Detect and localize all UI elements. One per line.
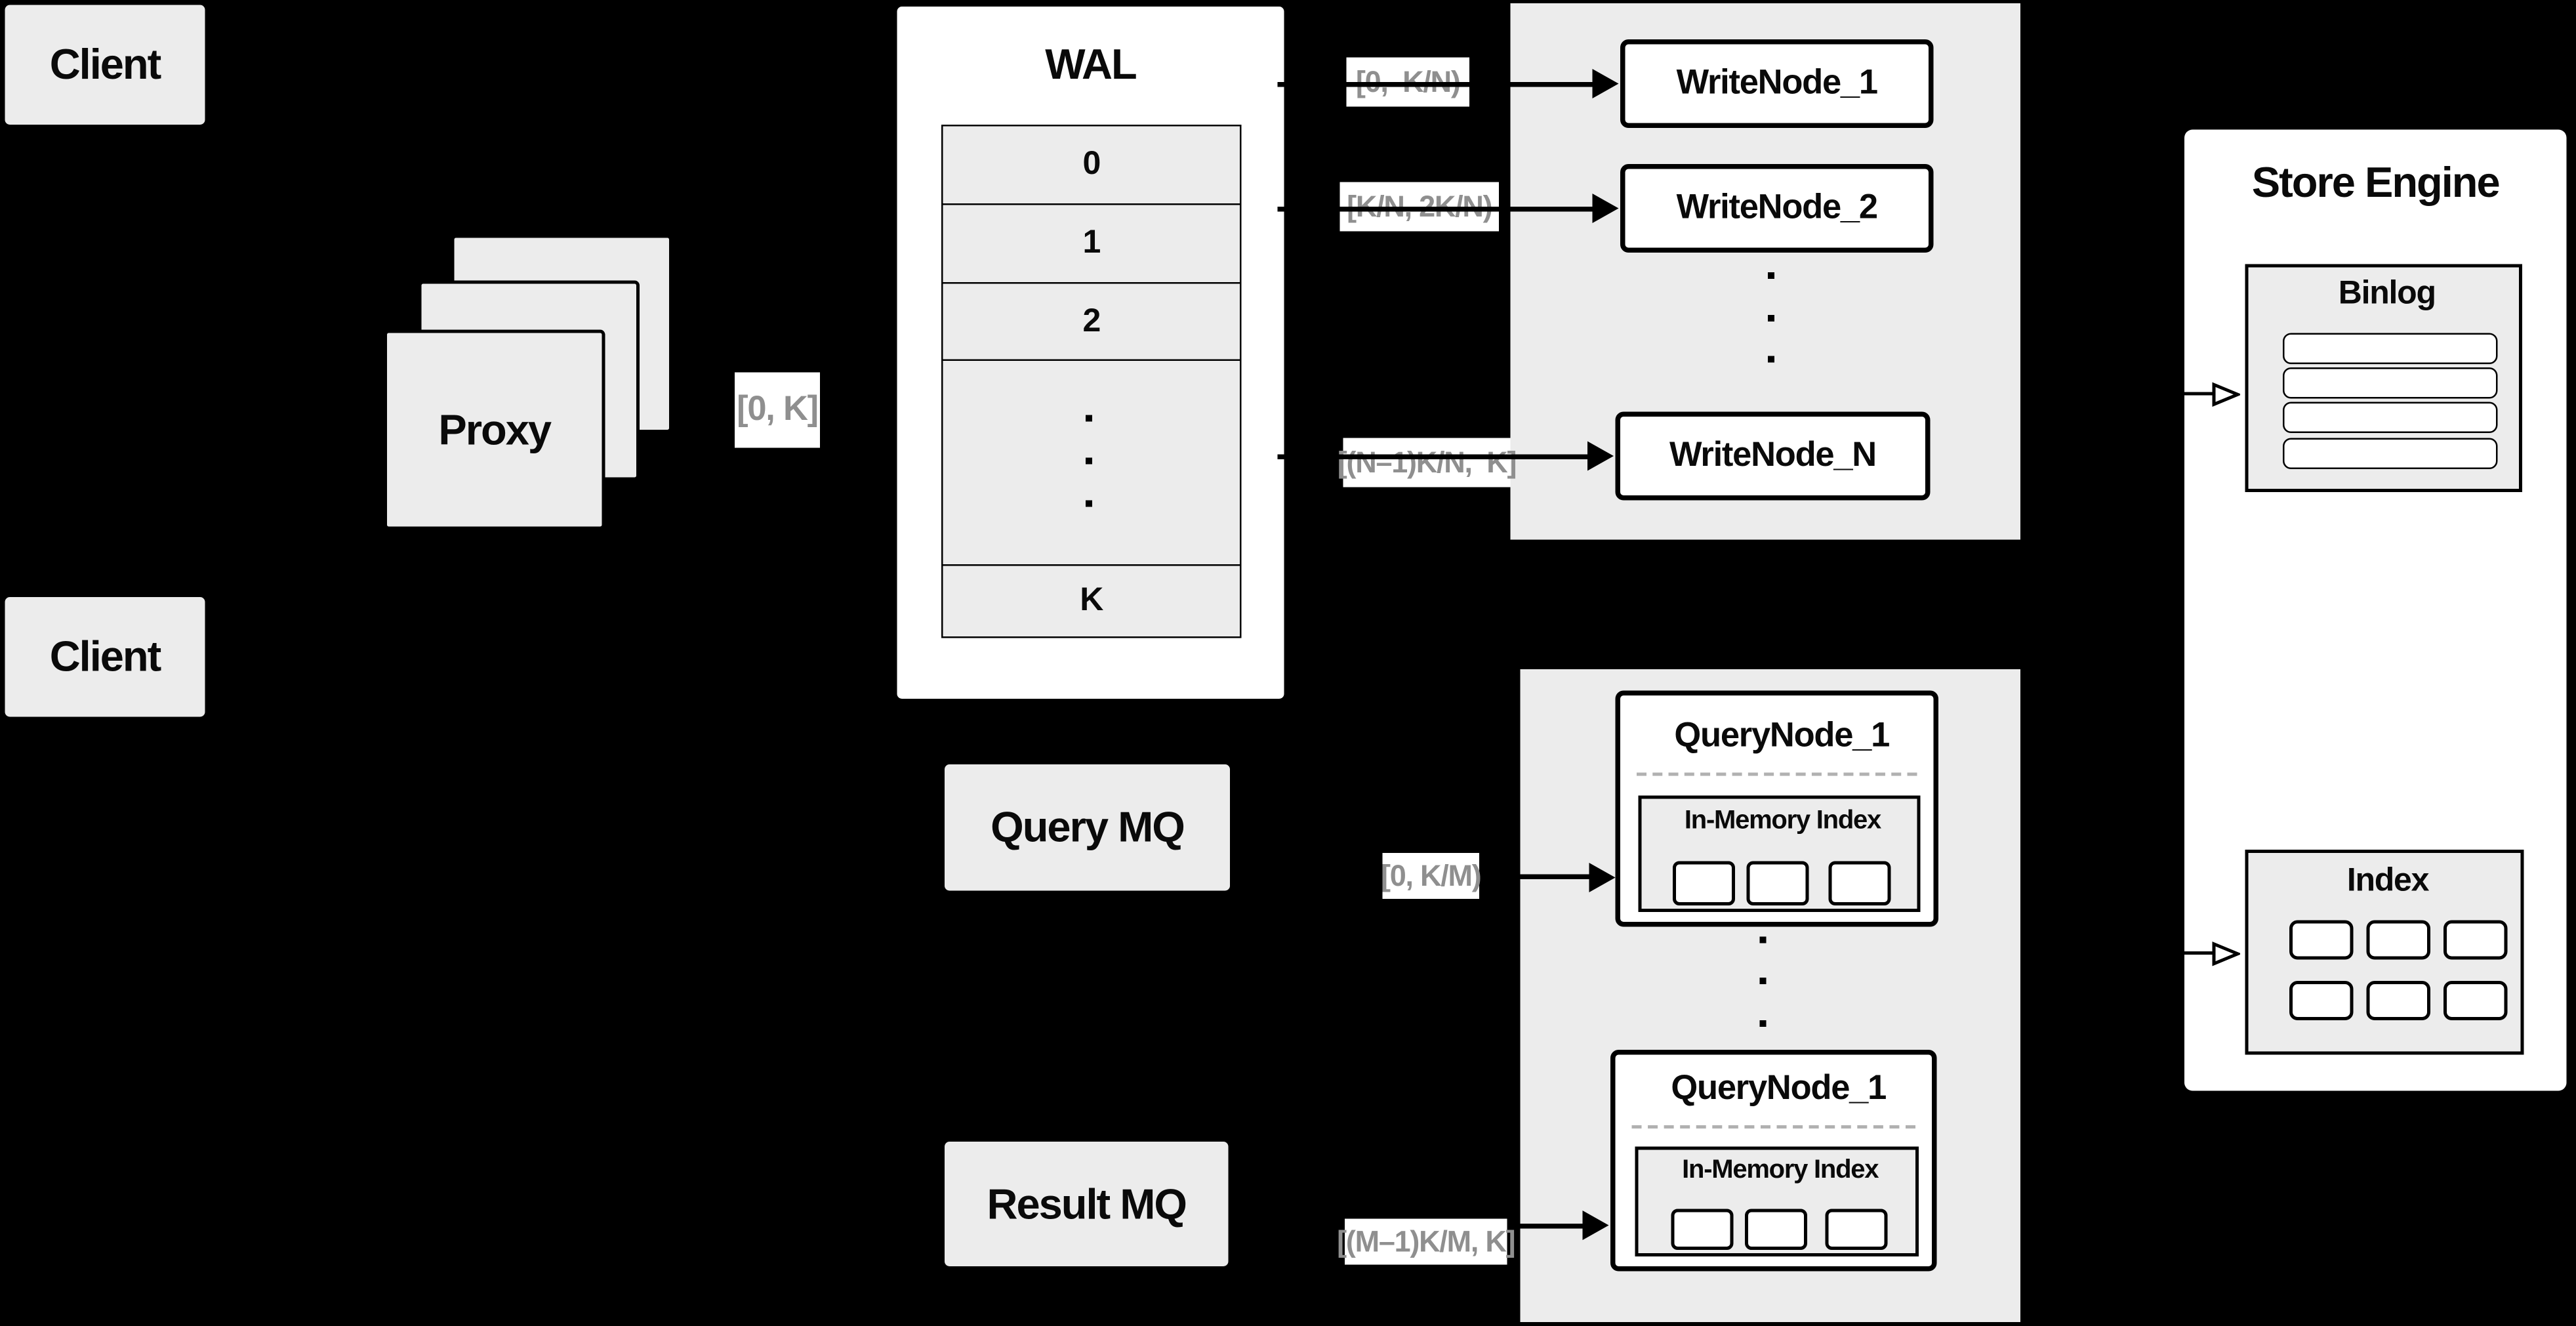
write-node-2: WriteNode_2 [1620,164,1934,253]
binlog-title: Binlog [2338,276,2436,312]
binlog-row [2283,437,2498,468]
vertical-ellipsis-dot [1768,356,1774,363]
index-title: Index [2346,863,2430,899]
arrow-wal-to-writenode-1 [1277,81,1594,87]
client-node-top: Client [5,5,205,125]
wal-segment-row: 2 [943,284,1240,361]
vertical-ellipsis-dot [1086,500,1092,507]
index-cell [2366,920,2430,960]
arrowhead-querynode-1-icon [1589,861,1616,892]
query-node-1: QueryNode_1 In-Memory Index [1615,690,1938,927]
write-node-1-label: WriteNode_1 [1676,64,1878,102]
wal-segment-label: 2 [1082,302,1101,339]
vertical-ellipsis-dot [1759,978,1767,984]
write-node-1: WriteNode_1 [1620,39,1934,128]
vertical-ellipsis-dot [1086,415,1092,422]
vertical-ellipsis-dot [1759,936,1767,943]
wal-segment-row: 1 [943,205,1240,284]
arrow-resultmq-to-querynode-m [1510,1222,1584,1228]
memory-segment-cell [1671,1209,1734,1250]
arrowhead-writenode-2-icon [1592,194,1619,223]
arrow-querynodes-to-index [2020,951,2214,955]
index-cell [2443,981,2508,1020]
result-mq-label: Result MQ [987,1178,1187,1228]
dashed-divider [1631,1125,1915,1129]
client-node-bottom: Client [5,597,205,717]
binlog-row [2283,367,2498,399]
query-node-m-title: QueryNode_1 [1671,1069,1887,1108]
index-cell [2289,920,2354,960]
wal-title: WAL [1045,39,1137,89]
write-node-n-label: WriteNode_N [1669,436,1877,474]
in-memory-index-box: In-Memory Index [1635,1146,1919,1256]
dashed-divider [1637,772,1917,776]
index-cell [2443,920,2508,960]
arrowhead-writenode-1-icon [1592,69,1619,98]
write-node-2-label: WriteNode_2 [1676,188,1878,227]
binlog-box: Binlog [2245,264,2522,492]
index-box: Index [2245,850,2524,1055]
in-memory-index-box: In-Memory Index [1638,795,1921,912]
vertical-ellipsis-dot [1768,272,1774,279]
wal-panel: WAL 0 1 2 K [897,7,1284,699]
memory-segment-cell [1673,861,1735,905]
memory-segment-cell [1825,1209,1888,1250]
arrowhead-querynode-m-icon [1582,1211,1609,1240]
client-node-top-label: Client [49,39,162,89]
arrow-wal-to-writenode-n [1277,453,1589,459]
store-engine-panel: Store Engine Binlog Index [2184,129,2567,1091]
wal-segment-label: 0 [1082,146,1101,182]
vertical-ellipsis-dot [1768,315,1774,321]
wal-ellipsis-row [943,361,1240,566]
arrow-writenodes-to-binlog [2020,391,2214,396]
wal-segment-table: 0 1 2 K [941,125,1242,638]
range-label-querynode-1: [0, K/M) [1381,853,1482,899]
arrowhead-writenode-n-icon [1587,441,1614,471]
store-engine-title: Store Engine [2251,157,2501,207]
in-memory-index-title: In-Memory Index [1682,1156,1879,1185]
result-mq-node: Result MQ [945,1142,1229,1266]
arrow-querymq-to-querynode-1 [1482,874,1591,879]
range-label-querynode-m: [(M–1)K/M, K] [1337,1218,1516,1265]
index-cell [2289,981,2354,1020]
binlog-row [2283,402,2498,434]
proxy-node: Proxy [384,329,605,530]
index-cell [2366,981,2430,1020]
memory-segment-cell [1828,861,1891,905]
client-node-bottom-label: Client [49,631,162,681]
memory-segment-cell [1746,861,1809,905]
hollow-arrowhead-index-icon [2212,940,2240,966]
query-mq-node: Query MQ [945,764,1230,891]
arrow-wal-to-writenode-2 [1277,205,1594,211]
range-label-proxy-to-wal: [0, K] [735,372,820,448]
wal-segment-row: 0 [943,127,1240,205]
range-label-writenode-n: [(N–1)K/N, K] [1338,438,1517,487]
query-node-1-title: QueryNode_1 [1674,716,1890,755]
wal-segment-row: K [943,566,1240,637]
wal-segment-label: K [1080,582,1103,619]
vertical-ellipsis-dot [1086,457,1092,465]
binlog-rows [2283,333,2498,472]
hollow-arrowhead-binlog-icon [2212,381,2240,406]
in-memory-index-title: In-Memory Index [1684,807,1881,835]
binlog-row [2283,333,2498,364]
query-node-m: QueryNode_1 In-Memory Index [1610,1050,1937,1272]
wal-segment-label: 1 [1082,224,1101,261]
memory-segment-cell [1745,1209,1807,1250]
query-mq-label: Query MQ [991,802,1185,852]
write-node-n: WriteNode_N [1615,411,1931,501]
proxy-node-label: Proxy [438,404,552,454]
vertical-ellipsis-dot [1759,1020,1767,1027]
